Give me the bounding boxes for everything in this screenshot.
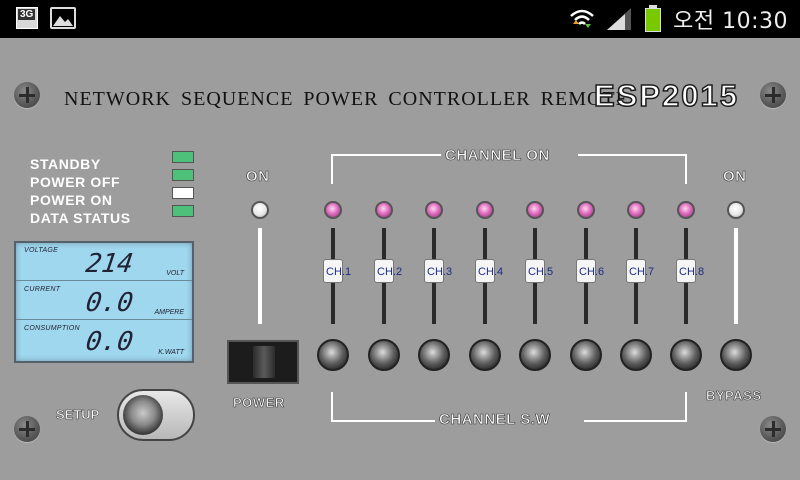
ch8-led <box>677 201 695 219</box>
network-badge: 3G <box>18 9 36 20</box>
ch7-led <box>627 201 645 219</box>
power-on-label: ON <box>246 168 270 186</box>
voltage-readout: VOLTAGE 214 VOLT <box>16 243 192 281</box>
data-status-led <box>172 205 194 217</box>
power-slider <box>258 228 262 324</box>
signal-icon <box>607 8 632 30</box>
controller-panel: NETWORK SEQUENCE POWER CONTROLLER REMOTE… <box>0 38 800 480</box>
ch4-slider-handle[interactable] <box>475 259 495 283</box>
ch2-switch[interactable] <box>368 339 400 371</box>
status-power-on: POWER ON <box>30 192 113 208</box>
setup-knob-icon <box>123 395 163 435</box>
ch2-slider-handle[interactable] <box>374 259 394 283</box>
ch6-led <box>577 201 595 219</box>
status-standby: STANDBY <box>30 156 101 172</box>
screw-icon <box>14 416 40 442</box>
ch6-slider-handle[interactable] <box>576 259 596 283</box>
power-button[interactable] <box>227 340 299 384</box>
channel-on-bracket <box>331 154 441 156</box>
ch4-led <box>476 201 494 219</box>
ch5-label: CH.5 <box>528 266 554 278</box>
bypass-on-label: ON <box>723 168 747 186</box>
bypass-switch[interactable] <box>720 339 752 371</box>
current-readout: CURRENT 0.0 AMPERE <box>16 282 192 320</box>
ch8-label: CH.8 <box>679 266 705 278</box>
consumption-unit: K.WATT <box>158 349 184 356</box>
ch5-slider-handle[interactable] <box>525 259 545 283</box>
ch6-switch[interactable] <box>570 339 602 371</box>
ch1-switch[interactable] <box>317 339 349 371</box>
screw-icon <box>760 82 786 108</box>
ch1-label: CH.1 <box>326 266 352 278</box>
channel-sw-label: CHANNEL S.W <box>439 411 551 429</box>
bypass-slider <box>734 228 738 324</box>
lcd-display: VOLTAGE 214 VOLT CURRENT 0.0 AMPERE CONS… <box>14 241 194 363</box>
channel-sw-bracket <box>331 420 435 422</box>
screw-icon <box>14 82 40 108</box>
ch3-switch[interactable] <box>418 339 450 371</box>
standby-led <box>172 151 194 163</box>
setup-label: SETUP <box>56 407 100 423</box>
battery-icon <box>645 5 662 32</box>
channel-sw-bracket <box>331 392 333 422</box>
channel-on-bracket <box>578 154 687 156</box>
voltage-value: 214 <box>83 249 136 279</box>
power-on-led <box>172 187 194 199</box>
ch8-switch[interactable] <box>670 339 702 371</box>
3g-badge-icon: 3G <box>16 7 38 29</box>
ch2-label: CH.2 <box>377 266 403 278</box>
ch2-led <box>375 201 393 219</box>
ch5-switch[interactable] <box>519 339 551 371</box>
ch1-slider-handle[interactable] <box>323 259 343 283</box>
current-label: CURRENT <box>24 286 61 293</box>
ch5-led <box>526 201 544 219</box>
status-data: DATA STATUS <box>30 210 131 226</box>
ch3-led <box>425 201 443 219</box>
current-unit: AMPERE <box>154 309 184 316</box>
consumption-value: 0.0 <box>83 327 136 357</box>
ch4-switch[interactable] <box>469 339 501 371</box>
channel-on-bracket <box>331 154 333 184</box>
ch3-slider-handle[interactable] <box>424 259 444 283</box>
status-power-off: POWER OFF <box>30 174 121 190</box>
power-rocker-icon <box>253 346 275 378</box>
consumption-readout: CONSUMPTION 0.0 K.WATT <box>16 321 192 359</box>
ch1-led <box>324 201 342 219</box>
ch3-label: CH.3 <box>427 266 453 278</box>
ch7-slider-handle[interactable] <box>626 259 646 283</box>
panel-title: NETWORK SEQUENCE POWER CONTROLLER REMOTE <box>64 88 629 110</box>
ch8-slider-handle[interactable] <box>676 259 696 283</box>
ch7-label: CH.7 <box>629 266 655 278</box>
wifi-icon <box>570 9 594 28</box>
gallery-icon <box>50 7 76 29</box>
consumption-label: CONSUMPTION <box>24 325 80 332</box>
ch4-label: CH.4 <box>478 266 504 278</box>
model-logo: ESP2015 <box>593 77 739 114</box>
setup-button[interactable] <box>117 389 195 441</box>
channel-on-label: CHANNEL ON <box>445 147 550 165</box>
voltage-unit: VOLT <box>166 270 184 277</box>
status-bar: 3G 오전 10:30 <box>0 0 800 38</box>
bypass-indicator-led <box>727 201 745 219</box>
current-value: 0.0 <box>83 288 136 318</box>
channel-sw-bracket <box>584 420 687 422</box>
channel-on-bracket <box>685 154 687 184</box>
ch6-label: CH.6 <box>579 266 605 278</box>
power-indicator-led <box>251 201 269 219</box>
power-off-led <box>172 169 194 181</box>
clock: 오전 10:30 <box>673 9 788 34</box>
voltage-label: VOLTAGE <box>24 247 59 254</box>
channel-sw-bracket <box>685 392 687 422</box>
ch7-switch[interactable] <box>620 339 652 371</box>
bypass-label: BYPASS <box>706 388 762 404</box>
screw-icon <box>760 416 786 442</box>
power-label: POWER <box>233 395 285 411</box>
